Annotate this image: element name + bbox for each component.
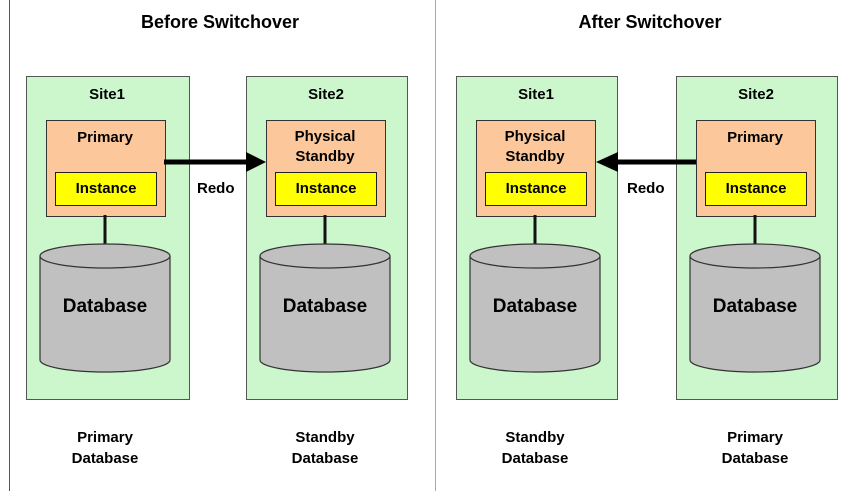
before-site2-caption: Standby Database xyxy=(260,427,390,469)
after-site1-caption: Standby Database xyxy=(470,427,600,469)
before-redo-arrow xyxy=(164,152,266,172)
after-redo-arrow xyxy=(596,152,696,172)
after-switchover-title: After Switchover xyxy=(578,12,722,32)
before-site2-instance-box: Instance xyxy=(275,172,377,206)
after-site1-caption-line2: Database xyxy=(501,450,569,467)
before-site2-label: Site2 xyxy=(308,86,344,103)
after-redo-label: Redo xyxy=(627,180,665,197)
before-site1-role-label: Primary xyxy=(77,129,133,146)
after-site2-database-icon xyxy=(689,243,821,373)
before-site2-caption-line2: Database xyxy=(291,450,359,467)
panel-divider xyxy=(435,0,436,491)
left-border xyxy=(9,0,10,491)
before-site1-database-icon xyxy=(39,243,171,373)
before-site2-role-label: Physical Standby xyxy=(294,128,356,165)
after-site1-instance-box: Instance xyxy=(485,172,587,206)
after-site2-caption-line2: Database xyxy=(721,450,789,467)
after-site2-caption-line1: Primary xyxy=(727,429,783,446)
after-site2-instance-box: Instance xyxy=(705,172,807,206)
before-site1-database-label: Database xyxy=(62,296,148,317)
before-site1-caption-line1: Primary xyxy=(77,429,133,446)
before-site1-label: Site1 xyxy=(89,86,125,103)
after-site2-database-label: Database xyxy=(712,296,798,317)
before-site1-instance-box: Instance xyxy=(55,172,157,206)
before-site2-database-label: Database xyxy=(282,296,368,317)
before-site2-database-icon xyxy=(259,243,391,373)
before-switchover-title: Before Switchover xyxy=(140,12,300,32)
after-site1-database-label: Database xyxy=(492,296,578,317)
before-redo-label: Redo xyxy=(197,180,235,197)
before-site2-caption-line1: Standby xyxy=(295,429,355,446)
after-site1-database-icon xyxy=(469,243,601,373)
after-site1-label: Site1 xyxy=(518,86,554,103)
after-site1-caption-line1: Standby xyxy=(505,429,565,446)
after-site2-role-label: Primary xyxy=(727,129,783,146)
after-site2-caption: Primary Database xyxy=(690,427,820,469)
after-site1-role-label: Physical Standby xyxy=(504,128,566,165)
before-site1-caption-line2: Database xyxy=(71,450,139,467)
before-site1-caption: Primary Database xyxy=(40,427,170,469)
after-site2-label: Site2 xyxy=(738,86,774,103)
